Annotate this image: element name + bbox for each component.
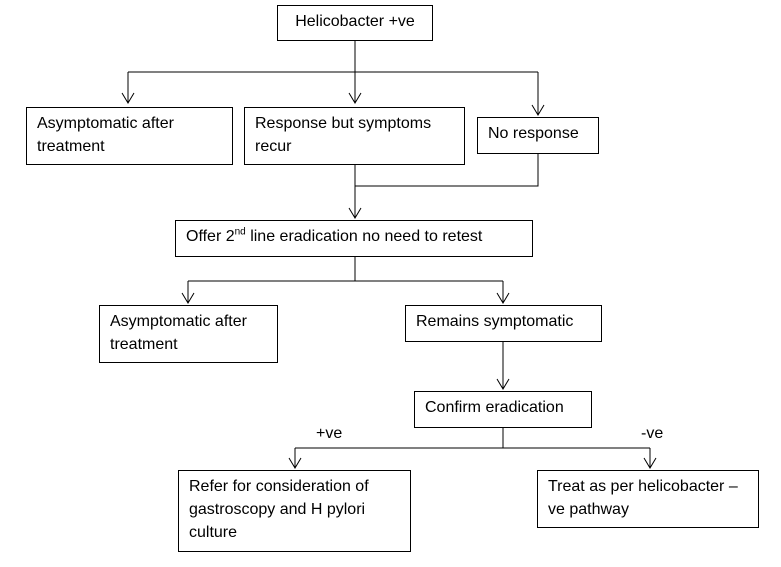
offer-label-superscript: nd (234, 226, 246, 238)
refer-gastroscopy-label: Refer for consideration of gastroscopy a… (189, 478, 369, 541)
confirm-eradication-box: Confirm eradication (414, 391, 592, 428)
arrowhead-confirm (496, 378, 510, 390)
asymptomatic-after-treatment-box-1: Asymptomatic after treatment (26, 107, 233, 165)
connector-no-response-down (355, 153, 539, 187)
arrowhead-treat (643, 457, 657, 469)
offer-second-line-box: Offer 2nd line eradication no need to re… (175, 220, 533, 257)
offer-label-suffix: line eradication no need to retest (245, 228, 483, 245)
arrowhead-asymptomatic-1 (121, 92, 135, 104)
remains-symptomatic-box: Remains symptomatic (405, 305, 602, 342)
helicobacter-positive-label: Helicobacter +ve (295, 13, 415, 30)
edge-label-positive: +ve (316, 425, 343, 442)
helicobacter-positive-box: Helicobacter +ve (277, 5, 433, 41)
arrowhead-remains (496, 292, 510, 304)
treat-negative-pathway-label: Treat as per helicobacter –ve pathway (548, 478, 738, 518)
arrowhead-response-recur (348, 92, 362, 104)
edge-label-negative: -ve (641, 425, 664, 442)
refer-gastroscopy-box: Refer for consideration of gastroscopy a… (178, 470, 411, 552)
offer-label-prefix: Offer 2 (186, 228, 235, 245)
no-response-label: No response (488, 125, 579, 142)
response-symptoms-recur-box: Response but symptoms recur (244, 107, 465, 165)
asymptomatic-label-1: Asymptomatic after treatment (37, 115, 174, 155)
asymptomatic-label-2: Asymptomatic after treatment (110, 313, 247, 353)
arrowhead-offer (348, 207, 362, 219)
remains-symptomatic-label: Remains symptomatic (416, 313, 574, 330)
confirm-eradication-label: Confirm eradication (425, 399, 564, 416)
arrowhead-no-response (531, 104, 545, 116)
arrowhead-refer (288, 457, 302, 469)
asymptomatic-after-treatment-box-2: Asymptomatic after treatment (99, 305, 278, 363)
treat-helicobacter-negative-box: Treat as per helicobacter –ve pathway (537, 470, 759, 528)
arrowhead-asymptomatic-2 (181, 292, 195, 304)
no-response-box: No response (477, 117, 599, 154)
response-recur-label: Response but symptoms recur (255, 115, 432, 155)
